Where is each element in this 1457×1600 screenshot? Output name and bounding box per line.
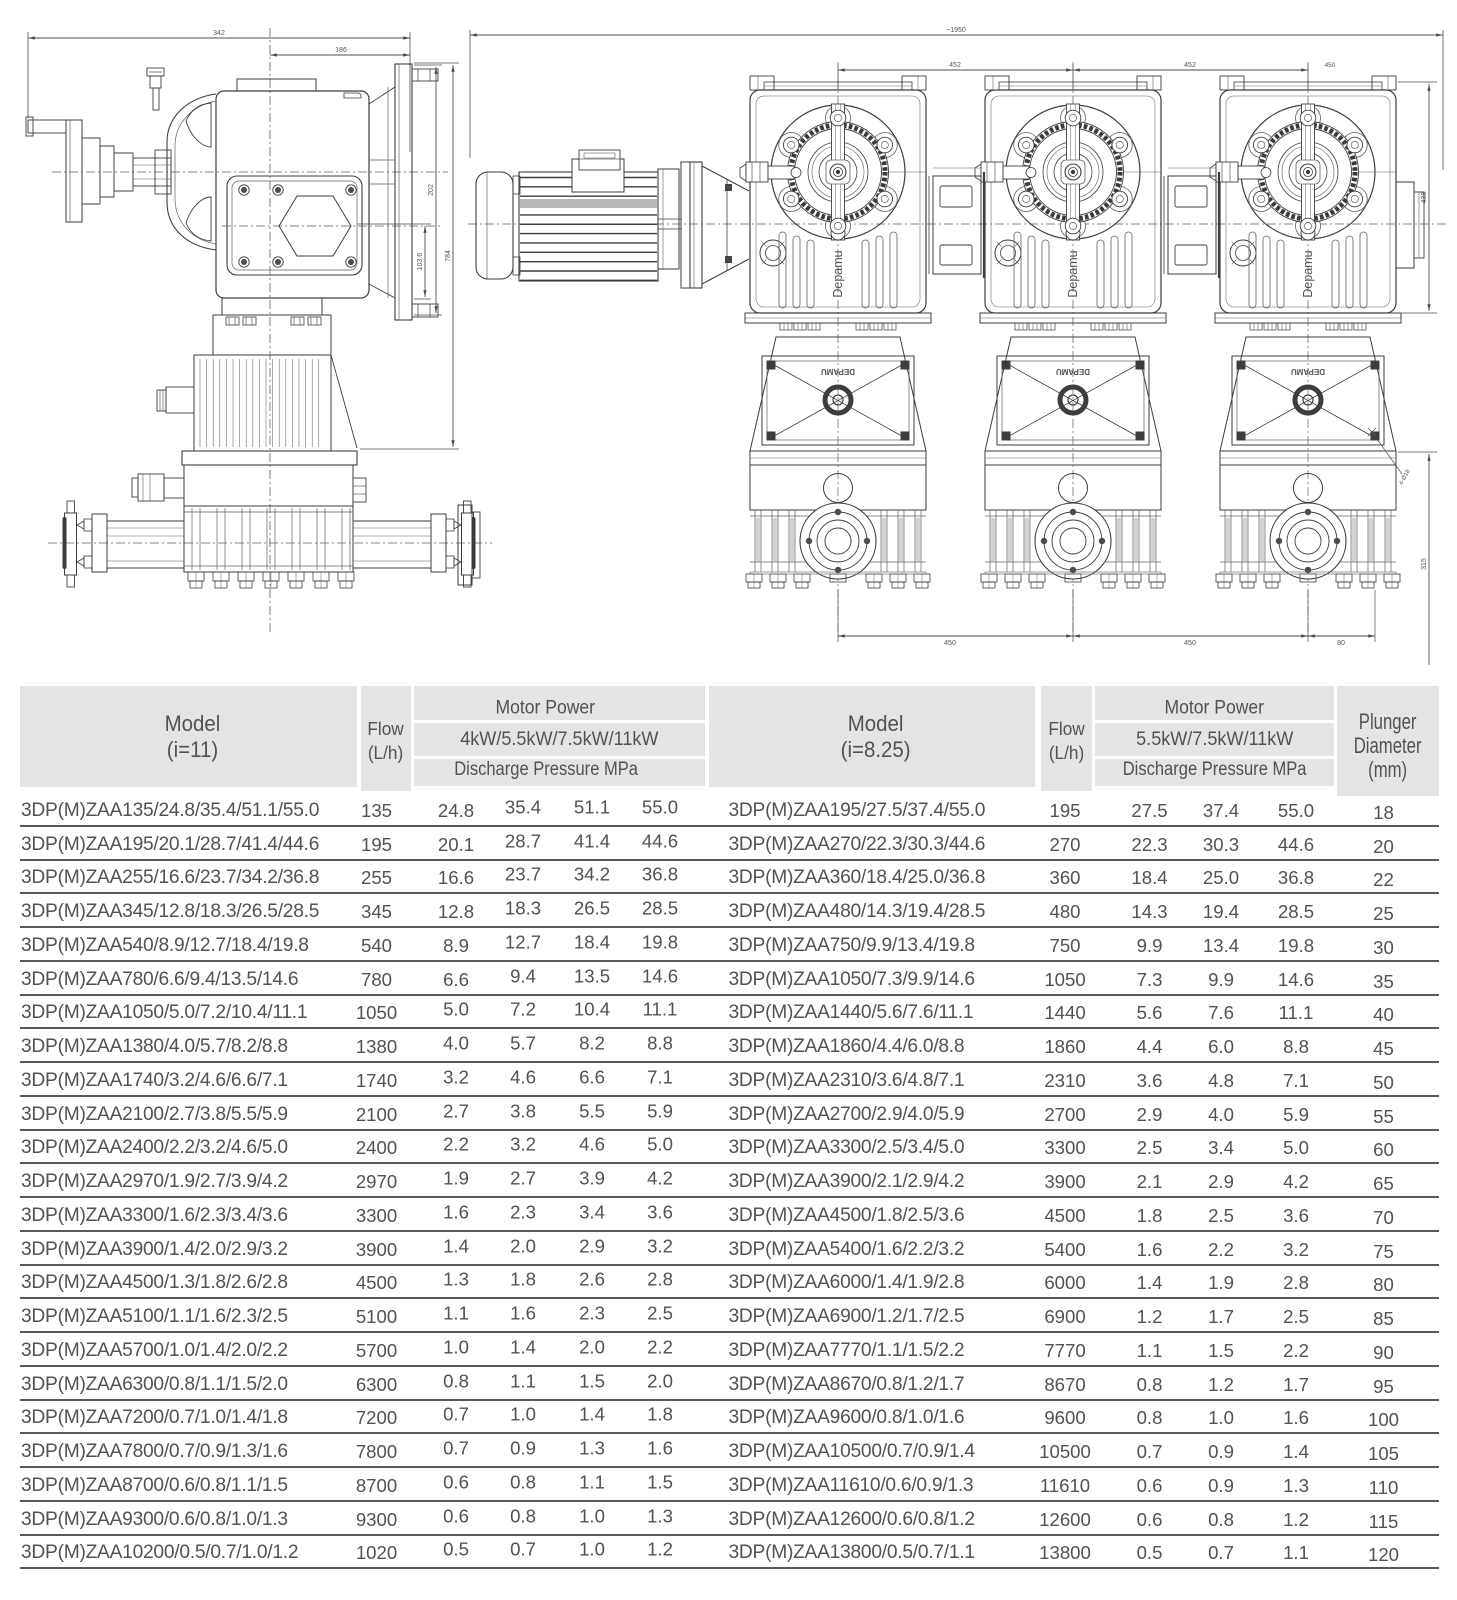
svg-text:438: 438	[1421, 192, 1428, 204]
svg-text:~1950: ~1950	[946, 27, 966, 34]
svg-text:450: 450	[944, 640, 956, 647]
svg-text:784: 784	[445, 250, 452, 262]
svg-text:450: 450	[1184, 640, 1196, 647]
svg-text:452: 452	[949, 62, 961, 69]
svg-text:4-Ø18: 4-Ø18	[1399, 468, 1412, 486]
svg-text:342: 342	[213, 30, 225, 37]
svg-text:186: 186	[335, 47, 347, 54]
svg-text:80: 80	[1337, 640, 1345, 647]
svg-text:103.6: 103.6	[417, 253, 424, 271]
svg-text:315: 315	[1421, 558, 1428, 570]
svg-text:202: 202	[428, 184, 435, 196]
svg-text:450: 450	[1325, 62, 1336, 69]
svg-text:452: 452	[1184, 62, 1196, 69]
